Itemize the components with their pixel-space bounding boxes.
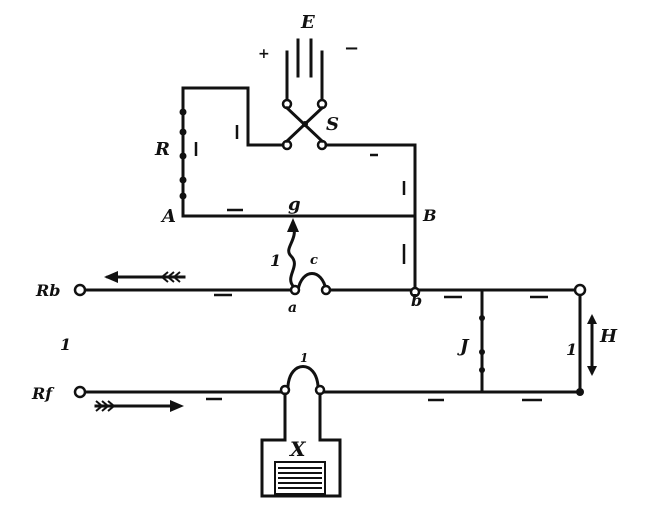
node-a-lower-label: a [288, 300, 297, 316]
middle-element-label: J [457, 336, 470, 357]
node-a-label: A [160, 206, 176, 227]
node-g-label: g [288, 194, 301, 215]
coil-top-label: 1 [270, 251, 281, 270]
plus-label: + [258, 46, 270, 62]
right-element [573, 283, 597, 396]
minus-label: − [344, 38, 359, 59]
galvanometer-link [287, 218, 299, 289]
switch-label: S [326, 114, 339, 135]
left-arrow-upper [104, 271, 186, 283]
middle-element [479, 290, 485, 394]
upper-line-marks [214, 293, 548, 299]
left-bottom-terminal [73, 385, 87, 399]
left-bottom-terminal-label: Rf [31, 384, 55, 403]
lower-line-marks [206, 397, 542, 402]
right-arrow-lower [94, 400, 184, 412]
load-box [260, 392, 342, 498]
resistor-label: R [154, 139, 170, 160]
upper-direction-marks [194, 125, 406, 264]
coil-left-one-label: 1 [300, 351, 308, 365]
node-b-lower-label: b [411, 291, 422, 310]
reversing-switch [281, 98, 328, 151]
upper-main-line [82, 272, 582, 298]
left-mark-label: 1 [60, 335, 71, 354]
left-top-terminal [73, 283, 87, 297]
node-b-upper-label: B [422, 206, 437, 225]
source-label: E [300, 12, 315, 33]
coil-side-label: c [310, 253, 318, 268]
right-element-label: H [599, 326, 618, 347]
left-top-terminal-label: Rb [35, 281, 60, 300]
load-label: X [288, 437, 307, 461]
resistor [179, 108, 187, 200]
right-one-label: 1 [566, 340, 577, 359]
battery [285, 38, 324, 102]
lower-main-line [82, 365, 582, 396]
